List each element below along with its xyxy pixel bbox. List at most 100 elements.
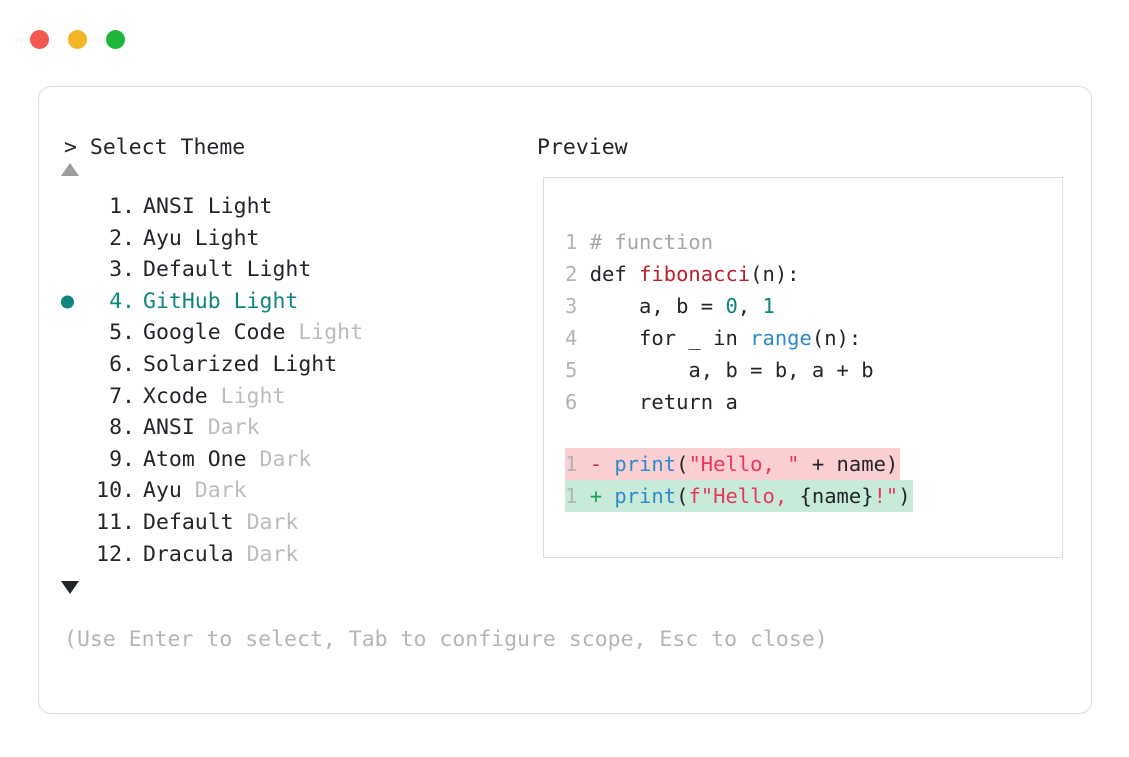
- diff-line-number: 1: [565, 484, 590, 508]
- diff-line-del: 1 - print("Hello, " + name): [565, 448, 901, 480]
- theme-item-variant: Light: [298, 320, 364, 346]
- theme-item-variant: Dark: [259, 446, 312, 472]
- theme-item-variant: Light: [207, 194, 273, 219]
- theme-item-number: 10.: [96, 478, 135, 504]
- code-token: def: [589, 262, 640, 286]
- theme-item-label: Ayu Dark: [143, 478, 247, 504]
- theme-list-item[interactable]: 5.Google Code Light: [39, 317, 509, 349]
- code-line-number: 5: [565, 358, 590, 382]
- diff-block: 1 - print("Hello, " + name)1 + print(f"H…: [565, 448, 913, 512]
- preview-title: Preview: [537, 135, 628, 160]
- theme-list-item[interactable]: 11. Default Dark: [39, 507, 509, 539]
- theme-item-number: 7.: [109, 383, 135, 409]
- theme-item-number: 8.: [109, 415, 135, 441]
- theme-item-number: 12.: [96, 541, 135, 567]
- theme-list-item[interactable]: 6. Solarized Light: [39, 349, 509, 381]
- page-title-text: Select Theme: [89, 135, 246, 160]
- diff-sign: -: [589, 452, 615, 476]
- code-token: (: [676, 452, 689, 476]
- theme-list-item[interactable]: 2. Ayu Light: [39, 223, 509, 255]
- code-token: "Hello, ": [688, 452, 800, 476]
- keyboard-hint: (Use Enter to select, Tab to configure s…: [64, 627, 828, 652]
- theme-item-label: Ayu Light: [143, 225, 260, 251]
- theme-item-number: 5.: [109, 320, 135, 346]
- theme-list-item[interactable]: 7. Xcode Light: [39, 381, 509, 413]
- theme-list-item[interactable]: 3. Default Light: [39, 254, 509, 286]
- code-token: (n):: [750, 262, 800, 286]
- scroll-down-arrow-icon[interactable]: [61, 581, 79, 594]
- theme-item-label: Solarized Light: [143, 351, 338, 377]
- theme-item-variant: Dark: [194, 478, 247, 504]
- diff-line-number: 1: [565, 452, 590, 476]
- scroll-up-arrow-icon[interactable]: [61, 163, 79, 176]
- theme-item-label: Atom One Dark: [143, 446, 312, 472]
- diff-line-add: 1 + print(f"Hello, {name}!"): [565, 480, 913, 512]
- diff-sign: +: [589, 484, 615, 508]
- code-token: (n):: [811, 326, 862, 350]
- theme-item-variant: Light: [233, 288, 299, 314]
- code-line: 5 a, b = b, a + b: [565, 354, 913, 386]
- minimize-window-button[interactable]: [68, 30, 87, 49]
- theme-item-number: 11.: [96, 509, 135, 535]
- code-token: a, b =: [589, 294, 726, 318]
- theme-list-item[interactable]: 8. ANSI Dark: [39, 412, 509, 444]
- code-line: 2 def fibonacci(n):: [565, 258, 913, 290]
- code-line-number: 3: [565, 294, 590, 318]
- theme-item-number: 9.: [109, 446, 135, 472]
- theme-item-variant: Light: [246, 257, 312, 283]
- code-token: ): [898, 484, 911, 508]
- code-token: range: [750, 326, 812, 350]
- theme-list-item[interactable]: 4. GitHub Light: [39, 286, 509, 318]
- code-token: ,: [737, 294, 763, 318]
- code-token: for _ in: [589, 326, 751, 350]
- code-token: 1: [762, 294, 775, 318]
- code-token: return a: [589, 390, 738, 414]
- code-token: fibonacci: [639, 262, 751, 286]
- code-token: print: [614, 452, 677, 476]
- theme-list: 1. ANSI Light 2. Ayu Light 3. Default Light 4.…: [39, 191, 509, 570]
- close-window-button[interactable]: [30, 30, 49, 49]
- theme-item-label: Default Light: [143, 257, 312, 283]
- theme-item-variant: Dark: [246, 541, 299, 567]
- code-token: !": [873, 484, 899, 508]
- theme-item-number: 2.: [109, 225, 135, 251]
- theme-list-item[interactable]: 9. Atom One Dark: [39, 444, 509, 476]
- code-token: + name): [799, 452, 899, 476]
- theme-item-variant: Light: [272, 351, 338, 377]
- theme-item-number: 3.: [109, 257, 135, 283]
- theme-item-label: ANSI Dark: [143, 415, 260, 441]
- theme-item-variant: Dark: [207, 415, 260, 441]
- theme-item-label: ANSI Light: [143, 194, 273, 219]
- code-line: 6 return a: [565, 386, 913, 418]
- theme-list-item[interactable]: 12. Dracula Dark: [39, 539, 509, 571]
- theme-item-label: Dracula Dark: [143, 541, 299, 567]
- theme-item-number: 4.: [109, 288, 135, 314]
- selected-bullet-icon: [61, 295, 74, 309]
- code-token: (: [676, 484, 689, 508]
- code-token: f"Hello,: [688, 484, 800, 508]
- code-line-number: 1: [565, 230, 590, 254]
- theme-list-item[interactable]: 1. ANSI Light: [39, 191, 509, 223]
- theme-item-label: Default Dark: [143, 509, 299, 535]
- code-line: 4 for _ in range(n):: [565, 322, 913, 354]
- code-token: print: [614, 484, 677, 508]
- code-token: {name}: [799, 484, 874, 508]
- code-line-number: 2: [565, 262, 590, 286]
- code-line: 1 # function: [565, 226, 913, 258]
- theme-item-label: Xcode Light: [143, 383, 286, 409]
- window-traffic-lights: [30, 30, 125, 49]
- theme-item-number: 1.: [109, 194, 135, 219]
- theme-item-number: 6.: [109, 351, 135, 377]
- code-token: # function: [589, 230, 714, 254]
- code-line: 3 a, b = 0, 1: [565, 290, 913, 322]
- theme-item-label: GitHub Light: [143, 288, 299, 314]
- theme-item-variant: Dark: [246, 509, 299, 535]
- code-line-number: 4: [565, 326, 590, 350]
- code-line-number: 6: [565, 390, 590, 414]
- maximize-window-button[interactable]: [106, 30, 125, 49]
- theme-list-item[interactable]: 10. Ayu Dark: [39, 475, 509, 507]
- theme-item-variant: Light: [220, 383, 286, 409]
